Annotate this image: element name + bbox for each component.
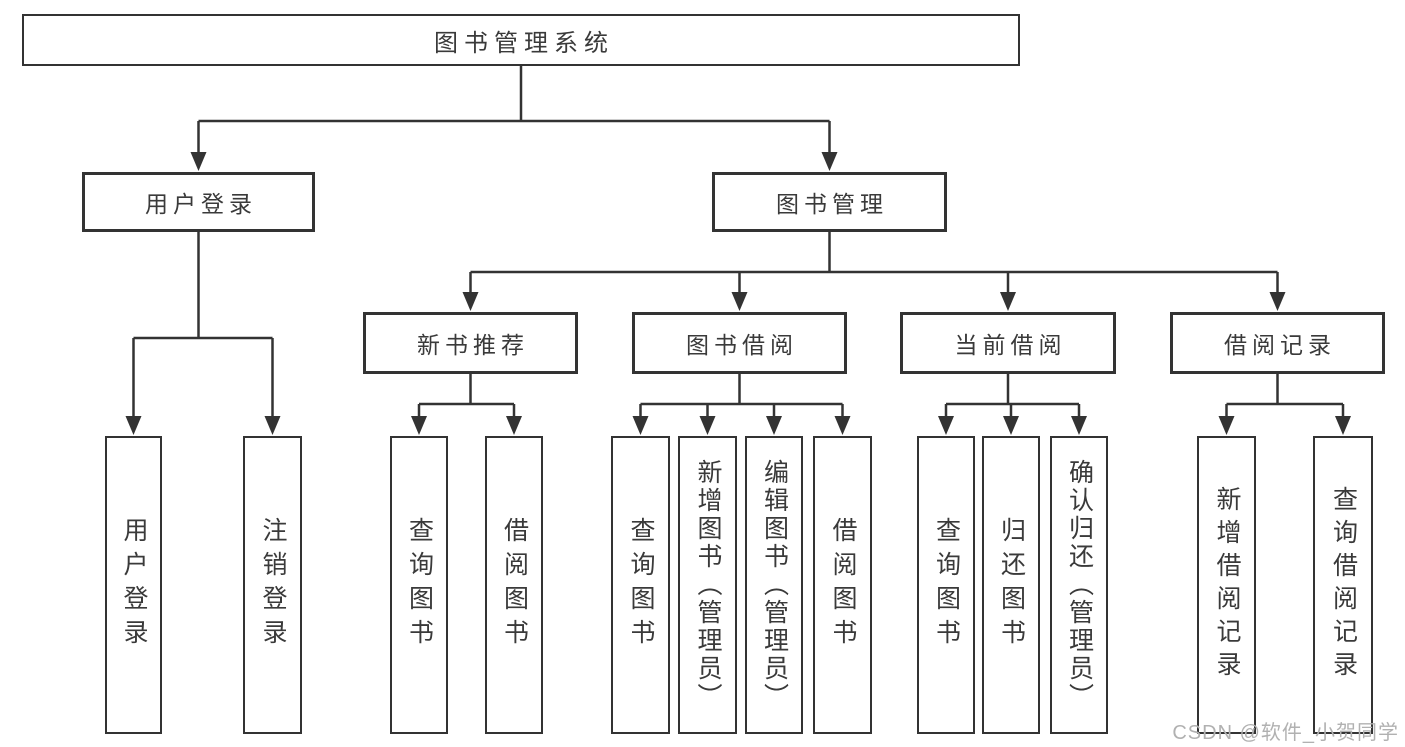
leaf-confirm-return-admin-label: 确认归还（管理员） [1065, 459, 1094, 711]
leaf-query-books-3: 查询图书 [917, 436, 975, 734]
arrowheads [125, 152, 1351, 435]
leaf-edit-books-admin: 编辑图书（管理员） [745, 436, 803, 734]
leaf-return-books: 归还图书 [982, 436, 1040, 734]
leaf-query-books-2-label: 查询图书 [627, 517, 655, 653]
csdn-watermark: CSDN @软件_小贺同学 [1172, 722, 1399, 744]
leaf-add-books-admin: 新增图书（管理员） [678, 436, 737, 734]
leaf-borrow-books-2-label: 借阅图书 [829, 517, 857, 653]
node-new-book-recommend-label: 新书推荐 [417, 332, 529, 358]
leaf-query-borrow-record: 查询借阅记录 [1313, 436, 1373, 734]
node-root-label: 图书管理系统 [434, 29, 614, 57]
node-user-login-label: 用户登录 [145, 191, 257, 217]
leaf-query-books-1-label: 查询图书 [405, 517, 434, 653]
leaf-query-books-2: 查询图书 [611, 436, 670, 734]
leaf-borrow-books-1: 借阅图书 [485, 436, 543, 734]
node-new-book-recommend: 新书推荐 [363, 312, 578, 374]
node-book-borrow-label: 图书借阅 [686, 332, 798, 358]
node-book-borrow: 图书借阅 [632, 312, 847, 374]
leaf-return-books-label: 归还图书 [997, 517, 1026, 653]
leaf-borrow-books-1-label: 借阅图书 [500, 517, 529, 653]
node-root-system: 图书管理系统 [22, 14, 1020, 66]
node-borrow-records: 借阅记录 [1170, 312, 1385, 374]
node-user-login: 用户登录 [82, 172, 315, 232]
leaf-logout-label: 注销登录 [259, 517, 287, 653]
leaf-query-books-1: 查询图书 [390, 436, 448, 734]
leaf-user-login: 用户登录 [105, 436, 162, 734]
leaf-logout: 注销登录 [243, 436, 302, 734]
leaf-user-login-label: 用户登录 [120, 517, 148, 653]
node-book-management: 图书管理 [712, 172, 947, 232]
node-current-borrow: 当前借阅 [900, 312, 1116, 374]
node-book-management-label: 图书管理 [776, 191, 888, 217]
connector-strokes [132, 66, 1345, 418]
leaf-query-borrow-record-label: 查询借阅记录 [1329, 486, 1358, 684]
leaf-add-borrow-record-label: 新增借阅记录 [1213, 486, 1241, 684]
node-current-borrow-label: 当前借阅 [954, 332, 1067, 358]
leaf-add-borrow-record: 新增借阅记录 [1197, 436, 1256, 734]
leaf-borrow-books-2: 借阅图书 [813, 436, 872, 734]
leaf-query-books-3-label: 查询图书 [932, 517, 961, 653]
leaf-edit-books-admin-label: 编辑图书（管理员） [760, 459, 789, 711]
node-borrow-records-label: 借阅记录 [1224, 332, 1336, 358]
leaf-confirm-return-admin: 确认归还（管理员） [1050, 436, 1108, 734]
leaf-add-books-admin-label: 新增图书（管理员） [694, 459, 722, 711]
